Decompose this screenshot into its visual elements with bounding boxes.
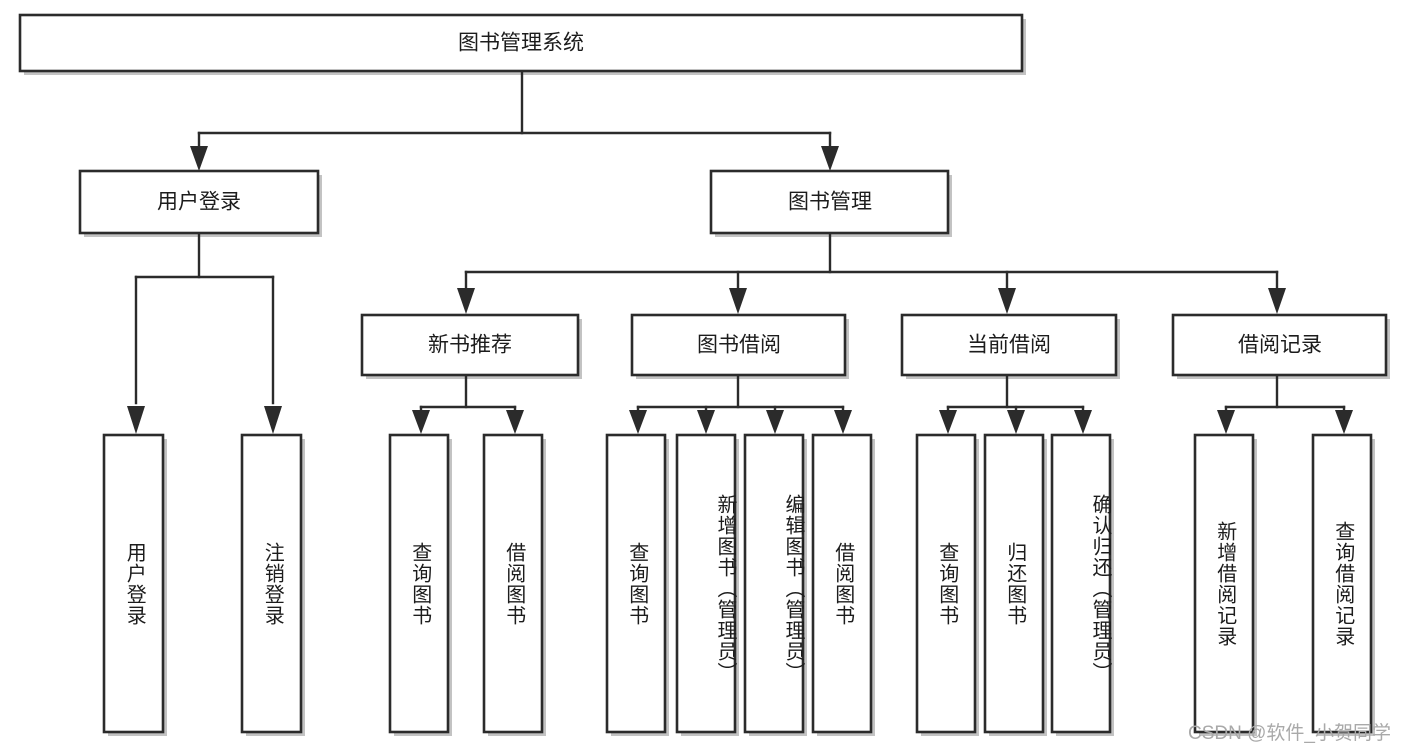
node-leaf-add-borrow-record[interactable] <box>1193 433 1255 734</box>
arrow-current-borrow <box>998 288 1016 314</box>
node-new-book-rec-label: 新书推荐 <box>428 334 512 357</box>
node-book-manage-label: 图书管理 <box>788 191 872 214</box>
node-book-manage[interactable] <box>709 169 950 235</box>
arrow-leaf-query-borrow-record <box>1335 410 1353 434</box>
arrow-leaf-return-book <box>1007 410 1025 434</box>
node-current-borrow[interactable] <box>900 313 1118 377</box>
node-borrow-record[interactable] <box>1171 313 1388 377</box>
node-leaf-query-book-3[interactable] <box>915 433 977 734</box>
node-current-borrow-label: 当前借阅 <box>967 334 1051 357</box>
watermark-text: CSDN @软件_小贺同学 <box>1188 723 1391 744</box>
nodes: 图书管理系统 用户登录 图书管理 新书推荐 图书借阅 当前借阅 借阅记录 <box>18 13 1388 734</box>
arrow-leaf-logout <box>264 406 282 434</box>
arrow-leaf-borrow-book-2 <box>834 410 852 434</box>
node-leaf-query-book-1[interactable] <box>388 433 450 734</box>
arrow-leaf-borrow-book-1 <box>506 410 524 434</box>
node-borrow-record-label: 借阅记录 <box>1238 334 1322 357</box>
arrow-borrow-record <box>1268 288 1286 314</box>
arrow-new-book-rec <box>457 288 475 314</box>
arrow-leaf-query-book-2 <box>629 410 647 434</box>
arrow-leaf-user-login <box>127 406 145 434</box>
node-leaf-edit-book-admin[interactable] <box>743 433 805 734</box>
arrow-book-borrow <box>729 288 747 314</box>
node-leaf-query-book-2[interactable] <box>605 433 667 734</box>
node-book-borrow-label: 图书借阅 <box>697 334 781 357</box>
connectors <box>127 69 1353 434</box>
arrow-leaf-confirm-return <box>1074 410 1092 434</box>
arrow-leaf-query-book-1 <box>412 410 430 434</box>
node-leaf-borrow-book-1[interactable] <box>482 433 544 734</box>
node-leaf-confirm-return-admin[interactable] <box>1050 433 1112 734</box>
node-leaf-borrow-book-2[interactable] <box>811 433 873 734</box>
node-leaf-add-book-admin[interactable] <box>675 433 737 734</box>
node-leaf-user-login[interactable] <box>102 433 165 734</box>
arrow-leaf-query-book-3 <box>939 410 957 434</box>
node-root[interactable] <box>18 13 1024 73</box>
node-root-label: 图书管理系统 <box>458 32 584 55</box>
node-leaf-query-borrow-record[interactable] <box>1311 433 1373 734</box>
arrow-leaf-edit-book-admin <box>766 410 784 434</box>
node-new-book-rec[interactable] <box>360 313 580 377</box>
node-user-login-label: 用户登录 <box>157 191 241 214</box>
node-leaf-return-book[interactable] <box>983 433 1045 734</box>
arrow-leaf-add-borrow-record <box>1217 410 1235 434</box>
node-leaf-logout[interactable] <box>240 433 303 734</box>
arrow-leaf-add-book-admin <box>697 410 715 434</box>
arrow-book-manage <box>821 146 839 171</box>
node-user-login[interactable] <box>78 169 320 235</box>
arrow-user-login <box>190 146 208 171</box>
node-book-borrow[interactable] <box>630 313 847 377</box>
